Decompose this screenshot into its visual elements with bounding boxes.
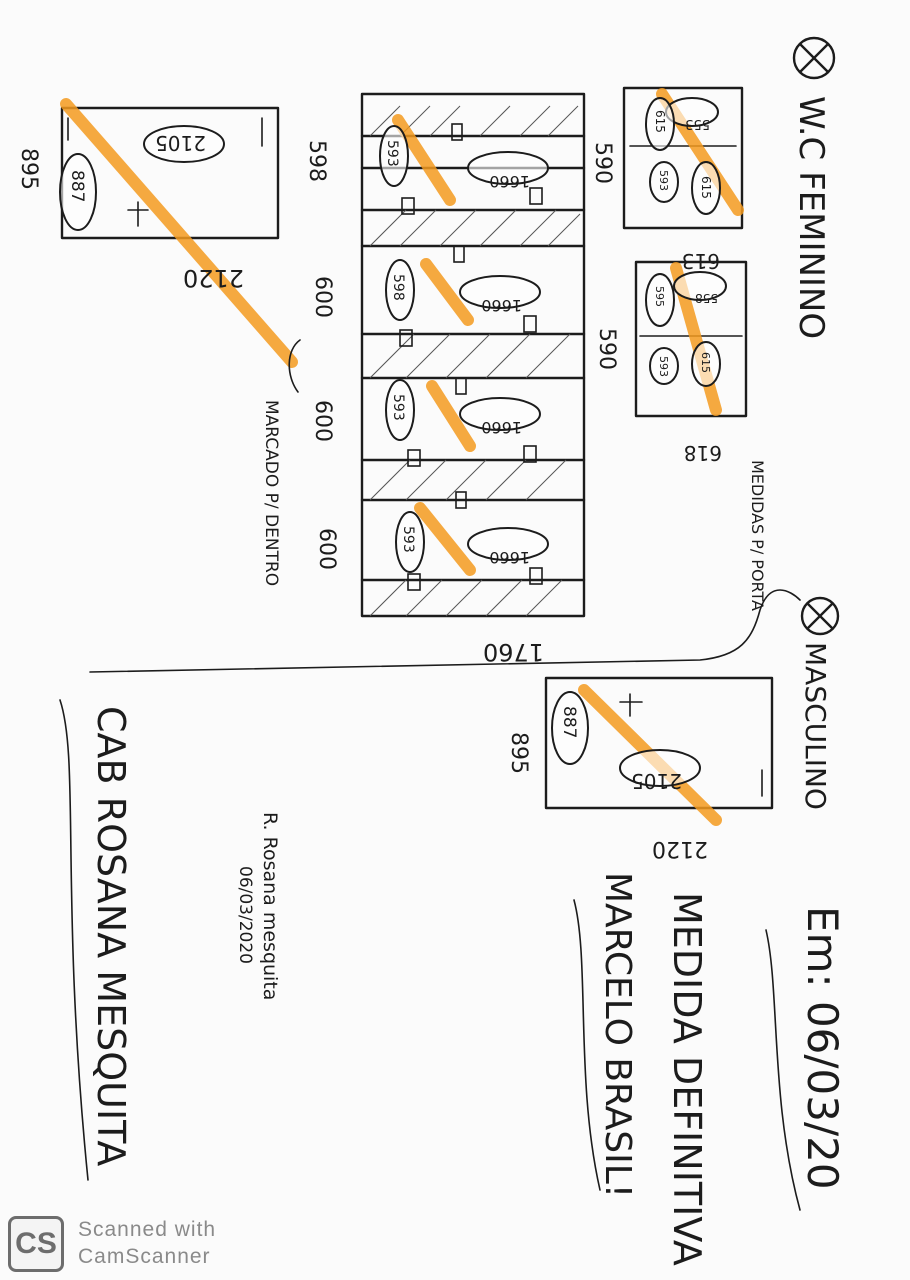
- door1-615: 615: [653, 110, 667, 133]
- dim-600-c: 600: [314, 528, 339, 570]
- dim-2120-right: 2120: [652, 836, 708, 861]
- hatch-band-2: [369, 209, 581, 247]
- hatch-band-3: [369, 333, 571, 379]
- divider-line: [89, 589, 801, 673]
- hatch-band-1: [369, 105, 579, 137]
- date-heading: Em: 06/03/20: [798, 906, 847, 1190]
- signature-name: R. Rosana mesquita: [259, 812, 281, 1000]
- stall-2: 598 1660: [385, 245, 541, 347]
- camscanner-line1: Scanned with: [78, 1218, 217, 1241]
- cab-name: CAB ROSANA MESQUITA: [89, 706, 133, 1166]
- stall-2-598: 598: [390, 274, 406, 301]
- dim-895-left: 895: [16, 148, 41, 190]
- door-diagram-2: 558 595 593 615 590 618: [594, 260, 748, 465]
- camscanner-badge-text: CS: [15, 1227, 57, 1260]
- hatch-band-5: [369, 579, 563, 617]
- dim-598: 598: [304, 140, 329, 182]
- stall-2-1660: 1660: [481, 296, 522, 315]
- stall-4-1660: 1660: [489, 548, 530, 567]
- door2-558: 558: [695, 291, 718, 305]
- stall-1-593: 593: [384, 140, 400, 167]
- dim-887-right: 887: [559, 706, 579, 738]
- dim-2105-left: 2105: [155, 131, 206, 155]
- dim-600-b: 600: [310, 400, 335, 442]
- wc-feminino-title: W.C FEMININO: [791, 36, 836, 339]
- wc-title: W.C FEMININO: [791, 96, 831, 339]
- camscanner-watermark: Scanned with CamScanner: [78, 1216, 258, 1270]
- medida-definitiva: MEDIDA DEFINITIVA: [665, 892, 709, 1266]
- masculino-title: MASCULINO: [799, 596, 840, 810]
- door1-593: 593: [657, 170, 670, 191]
- hatch-band-4: [369, 459, 567, 501]
- stall-3-1660: 1660: [481, 418, 522, 437]
- stall-3-593: 593: [390, 394, 406, 421]
- dim-2120-left: 2120: [183, 264, 244, 292]
- door2-593: 593: [657, 356, 670, 377]
- medidas-porta-label: MEDIDAS P/ PORTA: [748, 460, 767, 611]
- camscanner-logo: CS: [8, 1216, 64, 1272]
- door2-618: 618: [684, 441, 722, 465]
- masculino-label: MASCULINO: [799, 642, 832, 810]
- right-bottom-box: 887 2105 895 2120: [506, 676, 774, 861]
- door1-615b: 615: [699, 176, 713, 199]
- door1-590: 590: [590, 142, 615, 184]
- stall-1: 593 1660: [379, 123, 549, 215]
- signature-date: 06/03/2020: [235, 866, 255, 964]
- left-top-box: 887 2105 895 2120: [16, 98, 298, 368]
- dim-1760: 1760: [483, 638, 544, 666]
- dim-895-right: 895: [506, 732, 531, 774]
- door1-553: 553: [685, 116, 710, 131]
- door2-615: 615: [699, 352, 712, 373]
- door2-595: 595: [653, 286, 666, 307]
- stall-3: 593 1660: [385, 377, 541, 467]
- door-diagram-1: 553 615 593 615 590 613: [590, 86, 744, 273]
- dim-600-a: 600: [310, 276, 335, 318]
- stall-4: 593 1660: [395, 491, 549, 591]
- dim-887-left: 887: [67, 170, 87, 202]
- stall-4-593: 593: [400, 526, 416, 553]
- stall-1-1660: 1660: [489, 172, 530, 191]
- marcelo-brasil: MARCELO BRASIL!: [597, 872, 638, 1198]
- camscanner-line2: CamScanner: [78, 1245, 211, 1268]
- stalls-group: 593 1660 598 1660 593 1660: [261, 92, 586, 666]
- door2-590: 590: [594, 328, 619, 370]
- marcado-label: MARCADO P/ DENTRO: [261, 400, 281, 586]
- dim-2105-right: 2105: [631, 769, 682, 793]
